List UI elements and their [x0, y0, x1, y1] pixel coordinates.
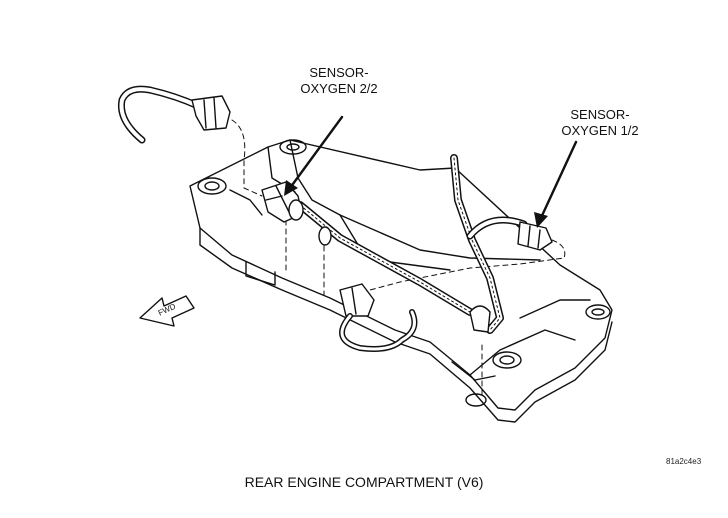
callout-arrows [288, 115, 578, 222]
callout-line-1: SENSOR- [570, 107, 630, 122]
oxygen-sensor-2-2-pigtail [117, 85, 231, 144]
fwd-arrow-icon [139, 295, 195, 327]
wiring-harness [296, 154, 528, 334]
arrowhead-2-2 [284, 180, 298, 196]
figure-id: 81a2c4e3 [666, 457, 702, 466]
oxygen-sensor-1-2-connector [517, 221, 553, 251]
oxygen-sensor-2-2-connector [261, 181, 332, 246]
callout-oxygen-sensor-1-2: SENSOR- OXYGEN 1/2 [550, 107, 650, 139]
callout-line-2: OXYGEN 2/2 [300, 81, 378, 96]
callout-line-1: SENSOR- [309, 65, 369, 80]
figure-caption: REAR ENGINE COMPARTMENT (V6) [244, 474, 484, 490]
callout-line-2: OXYGEN 1/2 [561, 123, 639, 138]
callout-oxygen-sensor-2-2: SENSOR- OXYGEN 2/2 [289, 65, 389, 97]
arrowhead-1-2 [534, 212, 548, 228]
lower-harness-connector [339, 283, 491, 352]
crossmember-frame [189, 139, 613, 423]
